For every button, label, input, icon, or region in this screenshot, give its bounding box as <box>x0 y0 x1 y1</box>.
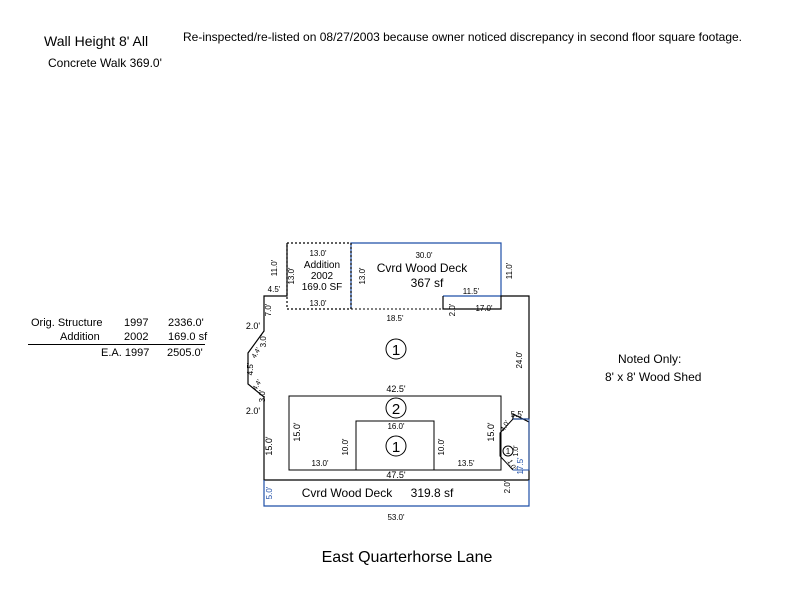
dim-left-2a: 2.0' <box>246 321 261 331</box>
upper-deck-dim-top: 30.0' <box>415 251 433 260</box>
dim-47-5: 47.5' <box>386 470 406 480</box>
dim-left-15: 15.0' <box>264 436 274 456</box>
floor-label-3: 1 <box>392 439 400 456</box>
addition-area: 169.0 SF <box>302 282 343 293</box>
noted-only-label: Noted Only: <box>618 352 682 366</box>
floor-marker-3 <box>385 435 407 457</box>
addition-dim-top: 13.0' <box>309 249 327 258</box>
dim-13-5: 13.5' <box>457 459 475 468</box>
dim-left-4-5b: 4.5' <box>246 362 255 375</box>
floor-label-small: 1 <box>506 447 511 456</box>
wall-height-label: Wall Height 8' All <box>44 33 149 49</box>
upper-deck-dim-left: 13.0' <box>358 267 367 285</box>
concrete-walk-label: Concrete Walk 369.0' <box>48 56 162 70</box>
lower-deck-area: 319.8 sf <box>411 486 454 500</box>
addition-dim-bottom: 13.0' <box>309 299 327 308</box>
area-row-year: 2002 <box>124 331 149 343</box>
dim-left-3b: 3.0' <box>258 389 267 402</box>
area-row-area: 169.0 sf <box>168 331 208 343</box>
floor-label-1: 1 <box>392 342 400 359</box>
lower-deck-outline <box>263 480 530 507</box>
second-floor-outline <box>288 395 502 471</box>
dim-bay-4: 4.0' <box>500 420 512 433</box>
dim-bay-1: 1.0' <box>505 459 517 472</box>
dim-bay-5: 1.0' <box>513 445 520 456</box>
dim-left-4-5: 4.5' <box>268 285 281 294</box>
lower-deck-dim-left: 5.0' <box>265 486 274 499</box>
dim-left-diag-4b: 4.4' <box>252 379 264 392</box>
floor-marker-1 <box>385 338 407 360</box>
inner-notch-outline <box>289 420 501 471</box>
dim-left-diag-4: 4.4' <box>251 347 263 360</box>
floor-label-2: 2 <box>392 401 400 418</box>
area-table-divider <box>28 344 205 345</box>
wood-shed-label: 8' x 8' Wood Shed <box>605 370 702 384</box>
area-total-label: E.A. 1997 <box>101 347 150 359</box>
area-row-area: 2336.0' <box>168 317 204 329</box>
dim-13: 13.0' <box>311 459 329 468</box>
dim-17: 17.0' <box>475 304 493 313</box>
street-name: East Quarterhorse Lane <box>321 549 493 566</box>
lower-deck-title: Cvrd Wood Deck <box>302 486 393 500</box>
dim-2c: 2.0' <box>448 303 457 316</box>
dim-2d: 2.0' <box>503 480 512 493</box>
dim-left-11: 11.0' <box>270 259 279 276</box>
dim-15-left: 15.0' <box>292 422 302 442</box>
upper-deck-title: Cvrd Wood Deck <box>377 261 468 275</box>
area-row-label: Addition <box>60 331 100 343</box>
right-bay-outline <box>499 418 514 471</box>
dim-18-5: 18.5' <box>386 314 404 323</box>
dim-24: 24.0' <box>515 351 524 369</box>
dim-5-5: 5.5' <box>511 410 524 419</box>
addition-year: 2002 <box>311 271 334 282</box>
area-row-label: Orig. Structure <box>31 317 103 329</box>
dim-left-7: 7.0' <box>264 303 273 316</box>
addition-dim-side: 13.0' <box>287 267 296 285</box>
floor-marker-small <box>502 445 514 457</box>
lower-deck-dim-right: 17.5' <box>516 457 525 475</box>
upper-deck-area: 367 sf <box>411 276 444 290</box>
dim-left-2b: 2.0' <box>246 406 261 416</box>
reinspection-note: Re-inspected/re-listed on 08/27/2003 bec… <box>183 30 743 44</box>
lower-deck-dim-bottom: 53.0' <box>387 513 405 522</box>
area-total-area: 2505.0' <box>167 347 203 359</box>
dim-42-5: 42.5' <box>386 384 406 394</box>
dim-16: 16.0' <box>387 422 405 431</box>
area-row-year: 1997 <box>124 317 149 329</box>
floor-marker-2 <box>385 397 407 419</box>
addition-title: Addition <box>304 260 340 271</box>
dim-15-right: 15.0' <box>486 422 496 442</box>
right-bay-deck <box>513 418 530 471</box>
dim-10-right: 10.0' <box>437 438 446 456</box>
upper-deck-dim-right: 11.0' <box>505 262 514 279</box>
dim-left-3a: 3.0' <box>259 334 268 347</box>
dim-10-left: 10.0' <box>341 438 350 456</box>
upper-deck-dim-bottom: 11.5' <box>463 287 480 296</box>
